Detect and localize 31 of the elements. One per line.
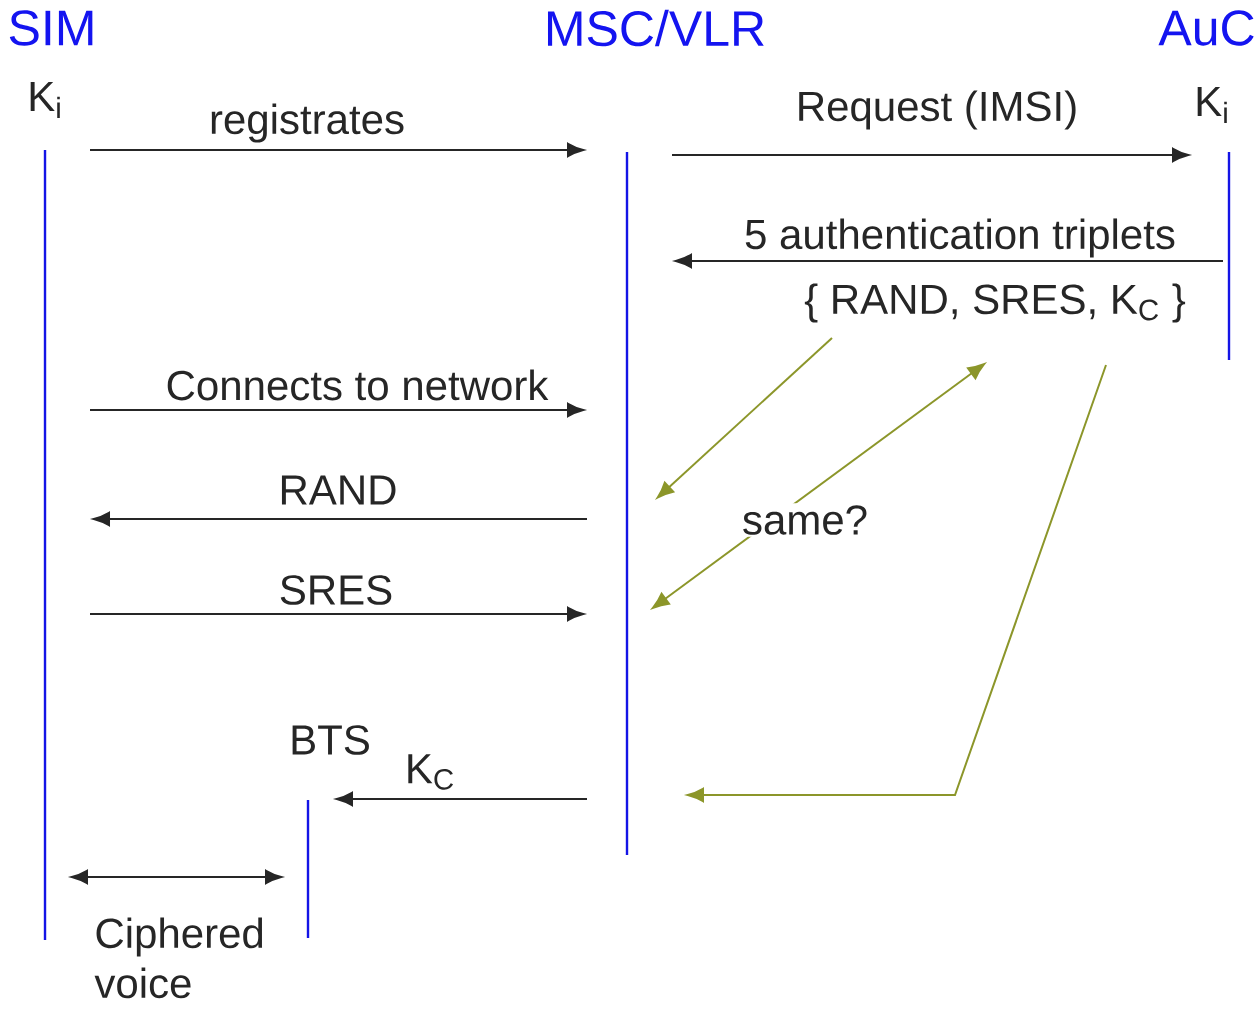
lifeline	[1227, 152, 1231, 360]
edge-label: SRES	[276, 573, 396, 607]
edge-label: K$_{C}$	[402, 752, 458, 792]
text-label: { RAND, SRES, K$_{C}$ }	[804, 283, 1186, 323]
edge-label: Request (IMSI)	[793, 88, 1081, 132]
arrow	[70, 869, 283, 885]
edge-label: Connects to network	[163, 367, 551, 403]
key-label: K$_{i}$	[30, 82, 60, 118]
arrow	[89, 606, 585, 622]
edge-label: same?	[739, 503, 871, 537]
arrow	[335, 791, 588, 807]
edge-label: RAND	[276, 473, 400, 507]
key-label: K$_{i}$	[1197, 87, 1227, 123]
edge-label: registrates	[206, 101, 408, 145]
arrow	[686, 364, 1107, 803]
arrow	[92, 511, 588, 527]
arrow	[89, 142, 585, 158]
edge-label: Ciphered voice	[94, 917, 263, 999]
edge-label: 5 authentication triplets	[742, 216, 1178, 260]
arrow	[89, 402, 585, 418]
lifeline	[306, 800, 310, 938]
lifeline	[625, 152, 629, 855]
lifeline	[43, 150, 47, 940]
arrow	[674, 253, 1224, 269]
arrow	[671, 147, 1190, 163]
arrow	[656, 337, 833, 499]
arrow	[652, 363, 985, 609]
participant-label: BTS	[292, 725, 369, 755]
participant-label: MSC/VLR	[548, 9, 764, 47]
participant-label: SIM	[9, 10, 93, 46]
participant-label: AuC	[1158, 10, 1254, 46]
